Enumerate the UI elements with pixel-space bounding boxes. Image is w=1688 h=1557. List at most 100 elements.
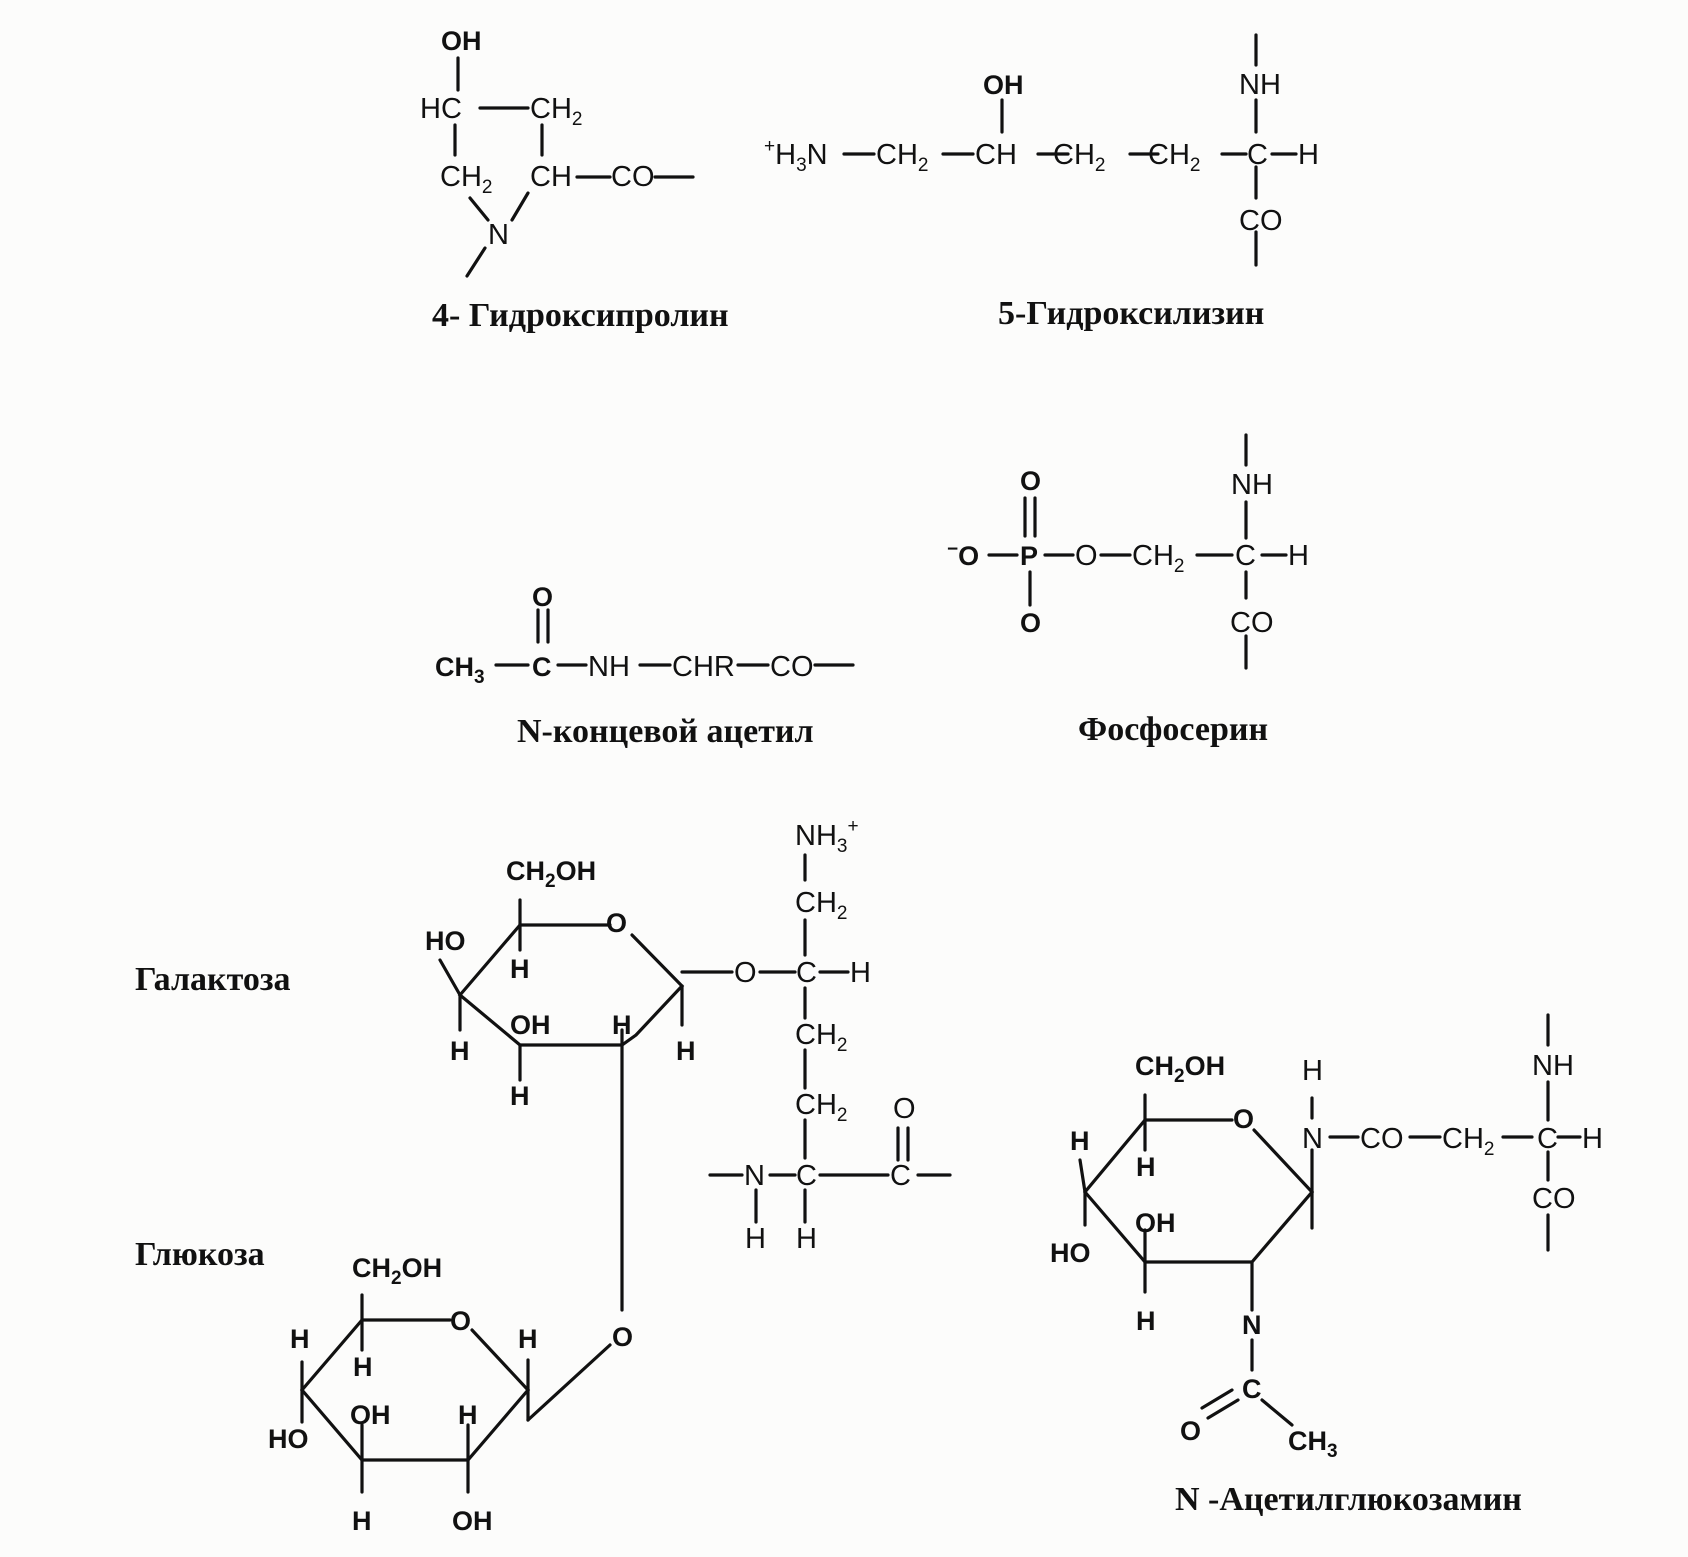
hydroxylysine-h: H	[775, 139, 796, 171]
svg-text:CH2: CH2	[795, 1019, 847, 1056]
residue-ch2c: CH	[795, 1089, 837, 1121]
glcnac-o: O	[1180, 1416, 1201, 1446]
hydroxyproline-n: N	[488, 219, 509, 251]
residue-c2: C	[796, 1160, 817, 1192]
caption-galactose: Галактоза	[135, 961, 291, 998]
glcnac-co: CO	[1360, 1123, 1404, 1155]
svg-text:CH2: CH2	[1148, 139, 1200, 176]
svg-text:+H3N: +H3N	[764, 136, 828, 176]
glcnac-ch2: CH	[1442, 1123, 1484, 1155]
hydroxylysine-co: CO	[1239, 205, 1283, 237]
acetyl-co: CO	[770, 651, 814, 683]
glcnac-oh: OH	[1135, 1208, 1176, 1238]
glcnac-ch3: CH	[1288, 1426, 1327, 1456]
glucose-oh: OH	[350, 1400, 391, 1430]
hydroxylysine-n: N	[807, 139, 828, 171]
phosphoserine-o-top: O	[1020, 466, 1041, 496]
hydroxyproline-ch2-left: CH	[440, 161, 482, 193]
acetyl-c: C	[532, 652, 552, 682]
residue-carbonyl-o: O	[893, 1093, 916, 1125]
svg-text:CH3: CH3	[1288, 1426, 1338, 1462]
glcnac-c: C	[1537, 1123, 1558, 1155]
phosphoserine-o2: O	[1075, 540, 1098, 572]
glcnac-h-top: H	[1302, 1055, 1323, 1087]
glucose-h1: H	[290, 1324, 310, 1354]
svg-text:CH2: CH2	[440, 161, 492, 198]
hydroxyproline-hc: HC	[420, 93, 462, 125]
acetyl-structure: O CH3 C NH CHR CO N-концевой ацетил	[435, 582, 855, 750]
residue-c3: C	[890, 1160, 911, 1192]
glucose-h2: H	[353, 1352, 373, 1382]
svg-text:−O: −O	[947, 539, 979, 571]
glucose-h5: H	[352, 1506, 372, 1536]
residue-ch2b: CH	[795, 1019, 837, 1051]
phosphoserine-p: P	[1020, 541, 1038, 571]
svg-text:CH2: CH2	[876, 139, 928, 176]
hydroxylysine-c: C	[1247, 139, 1268, 171]
residue-nh3: NH	[795, 820, 837, 852]
hydroxyproline-co: CO	[611, 161, 655, 193]
caption-glucose: Глюкоза	[135, 1236, 265, 1273]
svg-text:CH2: CH2	[795, 887, 847, 924]
svg-text:CH2: CH2	[1053, 139, 1105, 176]
hydroxyproline-ch: CH	[530, 161, 572, 193]
glcnac-h3: H	[1136, 1306, 1156, 1336]
hydroxylysine-nh: NH	[1239, 69, 1281, 101]
glcnac-h: H	[1582, 1123, 1603, 1155]
residue-h-n: H	[745, 1223, 766, 1255]
caption-phosphoserine: Фосфосерин	[1078, 711, 1268, 748]
glcnac-n1: N	[1302, 1123, 1323, 1155]
galactose-h1: H	[510, 954, 530, 984]
svg-text:CH2OH: CH2OH	[1135, 1051, 1225, 1087]
phosphoserine-c: C	[1235, 540, 1256, 572]
glucose-ho: HO	[268, 1424, 309, 1454]
galactose-h4: H	[676, 1036, 696, 1066]
glcnac-ho: HO	[1050, 1238, 1091, 1268]
phosphoserine-minus: −	[947, 539, 958, 560]
glcnac-ring-o: O	[1233, 1104, 1254, 1134]
glcnac-nh: NH	[1532, 1050, 1574, 1082]
glcnac-n2: N	[1242, 1310, 1262, 1340]
phosphoserine-co: CO	[1230, 607, 1274, 639]
hydroxyproline-oh: OH	[441, 26, 482, 56]
glucose-oh2: OH	[452, 1506, 493, 1536]
glucose-ring: CH2OH O O H H H HO OH H H OH	[268, 1253, 633, 1536]
svg-text:CH3: CH3	[435, 652, 485, 688]
residue-h-c: H	[796, 1223, 817, 1255]
acetylglucosamine-structure: CH2OH O H N CO CH2 C H NH CO H H HO OH H…	[1050, 1013, 1603, 1518]
hydroxylysine-h-right: H	[1298, 139, 1319, 171]
galactose-ring: CH2OH O HO H OH H H H H	[425, 856, 734, 1312]
glucose-link-o: O	[612, 1322, 633, 1352]
svg-text:NH3+: NH3+	[795, 816, 859, 857]
acetyl-o: O	[532, 582, 553, 612]
phosphoserine-h: H	[1288, 540, 1309, 572]
glucose-ch2oh: CH	[352, 1253, 391, 1283]
residue-n: N	[744, 1160, 765, 1192]
caption-hydroxyproline: 4- Гидроксипролин	[432, 297, 729, 334]
residue-o: O	[734, 957, 757, 989]
svg-text:CH2: CH2	[795, 1089, 847, 1126]
galactose-h5: H	[510, 1081, 530, 1111]
svg-text:CH2: CH2	[530, 93, 582, 130]
galactose-ch2oh: CH	[506, 856, 545, 886]
hydroxyproline-structure: OH HC CH2 CH2 CH CO N 4- Гидроксипролин	[420, 26, 729, 334]
glucose-h4: H	[458, 1400, 478, 1430]
glucose-ring-o: O	[450, 1306, 471, 1336]
galactose-h2: H	[612, 1010, 632, 1040]
phosphoserine-nh: NH	[1231, 469, 1273, 501]
residue-c: C	[796, 957, 817, 989]
hydroxylysine-residue: NH3+ CH2 O C H CH2 CH2 O N C C H H	[708, 816, 952, 1255]
caption-hydroxylysine: 5-Гидроксилизин	[998, 295, 1264, 332]
acetyl-nh: NH	[588, 651, 630, 683]
caption-acetylglucosamine: N -Ацетилглюкозамин	[1175, 1481, 1522, 1518]
hydroxylysine-oh: OH	[983, 70, 1024, 100]
glcnac-h1: H	[1070, 1126, 1090, 1156]
glcnac-ch2oh: CH	[1135, 1051, 1174, 1081]
svg-text:CH2OH: CH2OH	[506, 856, 596, 892]
residue-ch2a: CH	[795, 887, 837, 919]
galactose-oh: OH	[510, 1010, 551, 1040]
glcnac-co2: CO	[1532, 1183, 1576, 1215]
galactose-ho: HO	[425, 926, 466, 956]
hydroxyproline-sub2: 2	[572, 109, 583, 130]
